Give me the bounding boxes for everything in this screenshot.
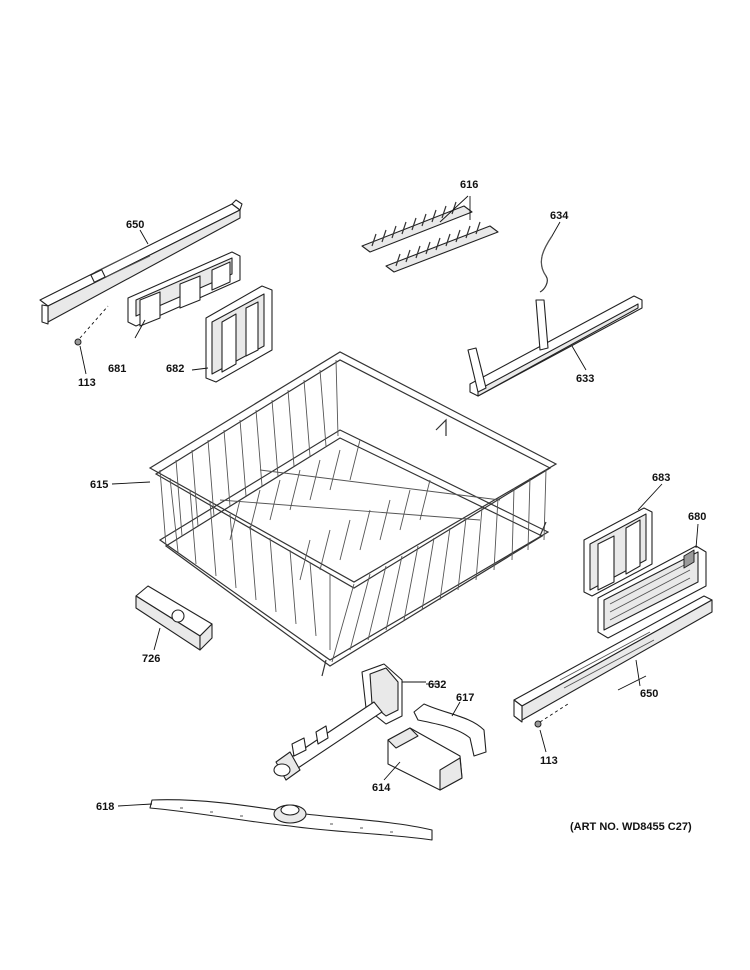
- callout-726: 726: [142, 653, 160, 665]
- part-614: [383, 727, 463, 791]
- callout-615: 615: [90, 479, 108, 491]
- callout-113-left: 113: [78, 377, 96, 389]
- cap-726: [135, 585, 213, 651]
- callout-617: 617: [456, 692, 474, 704]
- rail-650-left: [39, 199, 243, 325]
- callout-682: 682: [166, 363, 184, 375]
- tube-634: [539, 221, 561, 293]
- screw-113-right: [534, 703, 569, 753]
- callout-650-left: 650: [126, 219, 144, 231]
- callout-616: 616: [460, 179, 478, 191]
- spray-arm-618: [117, 799, 433, 841]
- bracket-680: [597, 523, 707, 639]
- bracket-683: [583, 483, 663, 597]
- callout-680: 680: [688, 511, 706, 523]
- callout-633: 633: [576, 373, 594, 385]
- callout-681: 681: [108, 363, 126, 375]
- callout-632: 632: [428, 679, 446, 691]
- manifold-633: [467, 295, 643, 397]
- manifold-632: [273, 663, 426, 781]
- tines-616: [361, 195, 499, 273]
- callout-113-right: 113: [540, 755, 558, 767]
- callout-683: 683: [652, 472, 670, 484]
- callout-618: 618: [96, 801, 114, 813]
- callout-634: 634: [550, 210, 569, 222]
- upper-rack-615: [111, 351, 558, 677]
- screw-113-left: [74, 305, 109, 346]
- rail-650-right: [513, 595, 713, 723]
- hose-617: [413, 701, 487, 757]
- art-number: (ART NO. WD8455 C27): [570, 821, 692, 833]
- bracket-682: [205, 285, 273, 383]
- callout-650-right: 650: [640, 688, 658, 700]
- callout-614: 614: [372, 782, 391, 794]
- bracket-681: [127, 251, 241, 339]
